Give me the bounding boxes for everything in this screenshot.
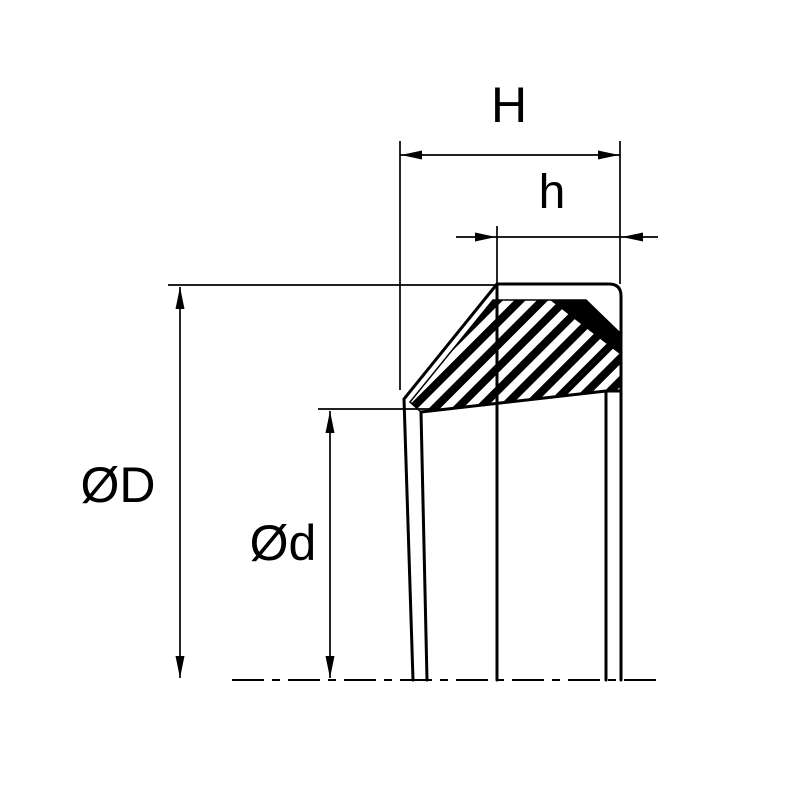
arrowhead-outer-diameter-bottom [175, 656, 185, 678]
dimension-label-outer-diameter: ØD [81, 457, 156, 513]
seal-profile-outline [402, 282, 623, 682]
dimension-label-lip-width: h [539, 166, 566, 219]
seal-solid-band [550, 300, 621, 355]
arrowhead-outer-diameter-top [175, 287, 185, 309]
arrowhead-H-right [598, 150, 619, 160]
arrowhead-h-left [475, 232, 496, 242]
arrowhead-h-right [622, 232, 643, 242]
dimension-label-total-width: H [491, 77, 527, 133]
arrowhead-inner-diameter-top [325, 411, 335, 433]
arrowhead-H-left [401, 150, 422, 160]
arrowhead-inner-diameter-bottom [325, 656, 335, 678]
dimension-label-inner-diameter: Ød [250, 515, 317, 571]
